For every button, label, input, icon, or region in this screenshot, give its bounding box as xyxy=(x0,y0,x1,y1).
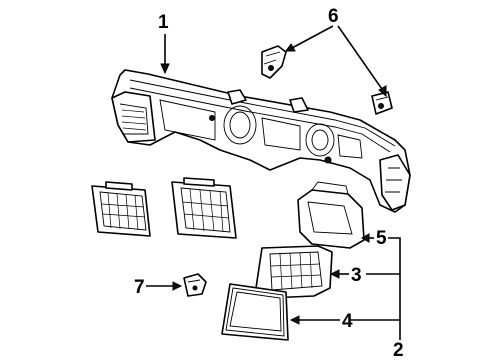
mounting-panel xyxy=(111,69,411,213)
lower-bracket xyxy=(371,91,393,115)
lamp-center xyxy=(171,177,237,239)
callout-7: 7 xyxy=(134,277,145,298)
retainer-ring xyxy=(221,283,289,341)
callout-1: 1 xyxy=(158,12,169,33)
adjuster-clip xyxy=(183,273,207,297)
leader-lines xyxy=(146,25,401,340)
lamp-housing xyxy=(297,181,365,249)
callout-6: 6 xyxy=(328,6,339,27)
upper-bracket xyxy=(261,45,287,79)
callout-2: 2 xyxy=(393,340,404,360)
callout-4: 4 xyxy=(342,311,353,332)
callout-5: 5 xyxy=(376,228,387,249)
lamp-left xyxy=(91,181,151,237)
callout-3: 3 xyxy=(351,265,362,286)
